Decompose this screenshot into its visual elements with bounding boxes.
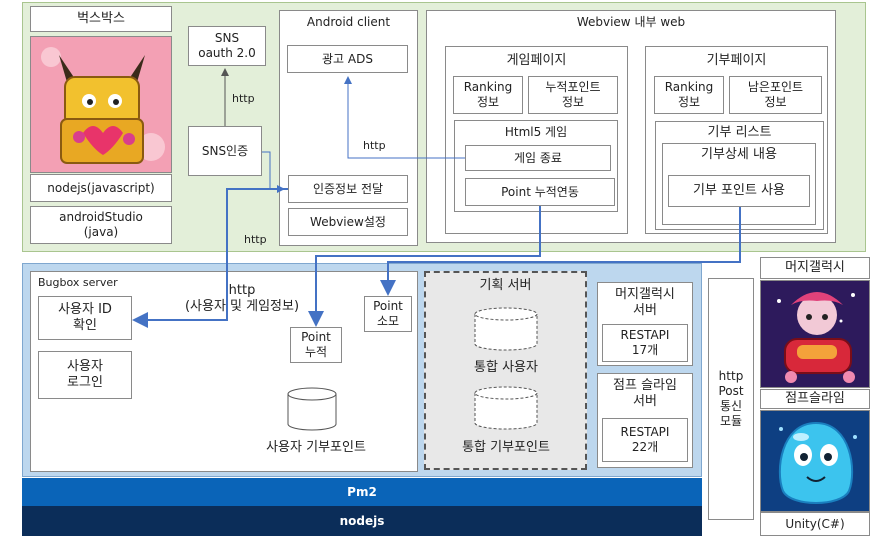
nodejs-bar: nodejs: [22, 506, 702, 536]
html5-game-title: Html5 게임: [504, 125, 568, 139]
mergy-title-box: 머지갤럭시: [760, 257, 870, 279]
point-accum-box: Point 누적: [290, 327, 342, 363]
android-client-title: Android client: [306, 15, 391, 29]
user-donate-point-db-label: 사용자 기부포인트: [266, 440, 366, 455]
user-donate-point-db-icon: [287, 387, 337, 431]
ads-box: 광고 ADS: [287, 45, 408, 73]
buxbox-nodejs-box: nodejs(javascript): [30, 174, 172, 202]
buxbox-mascot-image: [30, 36, 172, 173]
donate-remain-point-box: 남은포인트 정보: [729, 76, 822, 114]
jump-restapi-box: RESTAPI 22개: [602, 418, 688, 462]
point-consume-box: Point 소모: [364, 296, 412, 332]
jump-server-title: 점프 슬라임 서버: [613, 378, 677, 410]
bugbox-server-title: Bugbox server: [38, 276, 118, 289]
http-auth-label: http: [244, 233, 267, 246]
http-post-module-box: http Post 통신 모듈: [708, 278, 754, 520]
jump-slime-character-image: [760, 410, 870, 512]
game-page-title: 게임페이지: [506, 53, 567, 68]
bugbox-http-label: http (사용자 및 게임정보): [184, 283, 300, 315]
jump-title-box: 점프슬라임: [760, 389, 870, 409]
integrated-donate-point-db-icon: [474, 386, 538, 430]
user-login-box: 사용자 로그인: [38, 351, 132, 399]
game-accum-point-box: 누적포인트 정보: [528, 76, 618, 114]
donate-list-title: 기부 리스트: [707, 125, 772, 140]
webview-setting-box: Webview설정: [288, 208, 408, 236]
donate-detail-title: 기부상세 내용: [701, 147, 777, 162]
mergy-restapi-box: RESTAPI 17개: [602, 324, 688, 362]
game-ranking-box: Ranking 정보: [453, 76, 523, 114]
donate-page-title: 기부페이지: [706, 53, 767, 68]
planning-server-title: 기획 서버: [479, 278, 532, 293]
sns-oauth-box: SNS oauth 2.0: [188, 26, 266, 66]
unity-box: Unity(C#): [760, 512, 870, 536]
auth-transfer-box: 인증정보 전달: [288, 175, 408, 203]
integrated-user-db-icon: [474, 307, 538, 351]
http-ads-label: http: [363, 139, 386, 152]
user-id-box: 사용자 ID 확인: [38, 296, 132, 340]
donate-ranking-box: Ranking 정보: [654, 76, 724, 114]
donate-use-point-box: 기부 포인트 사용: [668, 175, 810, 207]
buxbox-title: 벅스박스: [30, 6, 172, 32]
buxbox-android-studio-box: androidStudio (java): [30, 206, 172, 244]
integrated-user-db-label: 통합 사용자: [474, 360, 538, 375]
game-end-box: 게임 종료: [465, 145, 611, 171]
mergy-galaxy-character-image: [760, 280, 870, 388]
sns-auth-box: SNS인증: [188, 126, 262, 176]
integrated-donate-point-db-label: 통합 기부포인트: [462, 440, 550, 455]
webview-title: Webview 내부 web: [576, 15, 686, 29]
pm2-bar: Pm2: [22, 478, 702, 506]
sns-http-label: http: [232, 92, 255, 105]
mergy-server-title: 머지갤럭시 서버: [615, 287, 675, 319]
game-point-accum-box: Point 누적연동: [465, 178, 615, 206]
